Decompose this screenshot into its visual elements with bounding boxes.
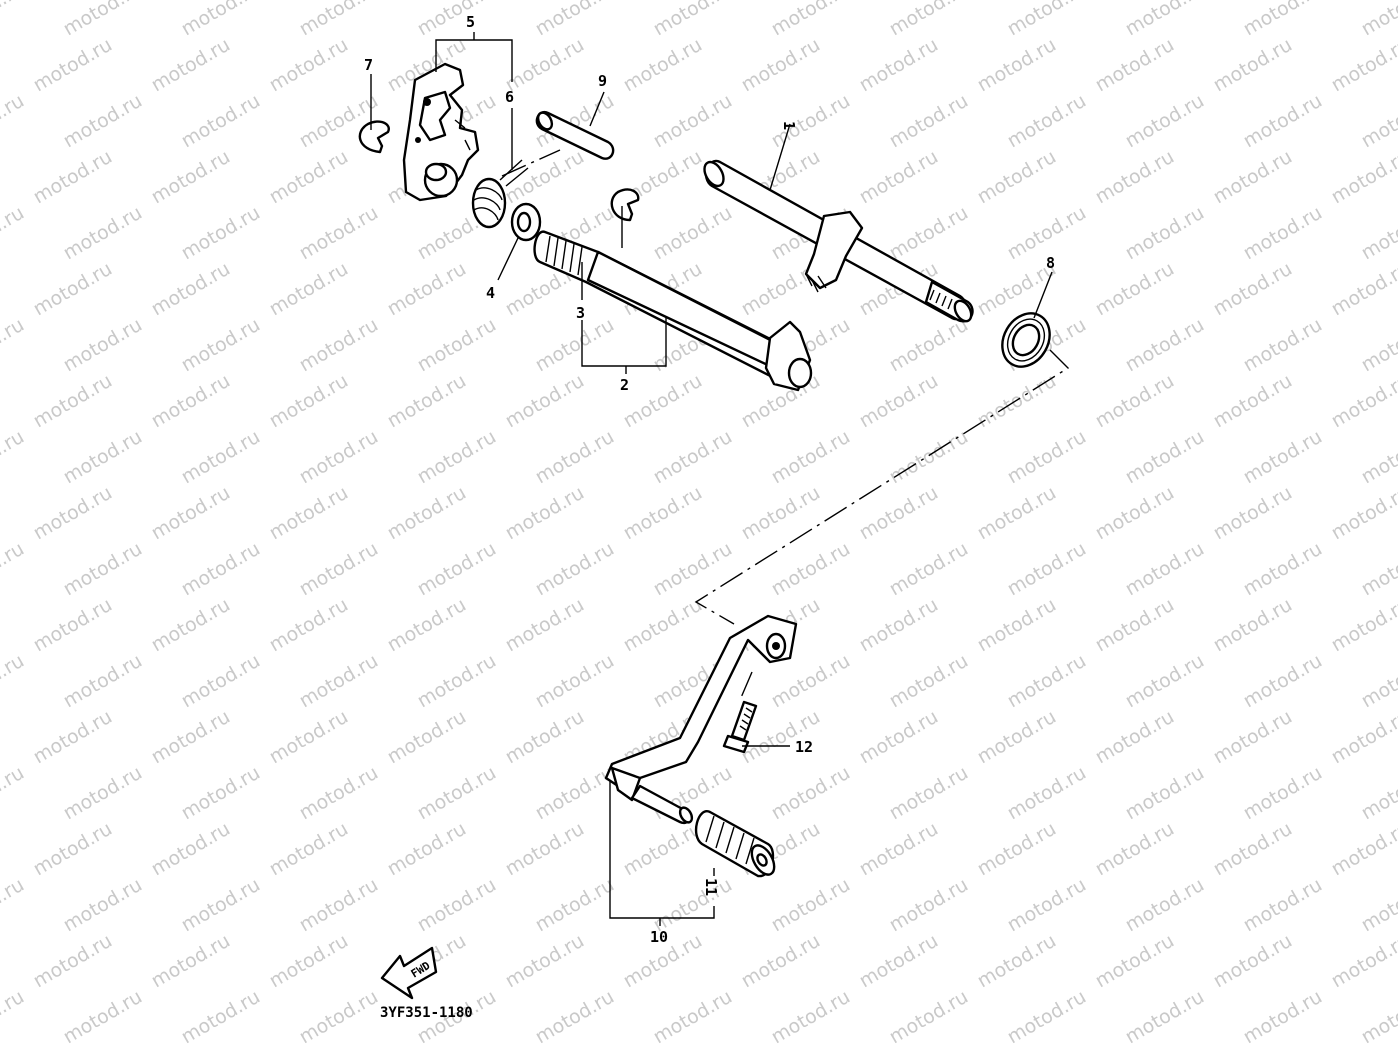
circlip-part-7	[358, 120, 390, 154]
bolt-part-12	[722, 700, 758, 754]
diagram-code: 3YF351-1180	[380, 1005, 473, 1021]
callout-8: 8	[1046, 254, 1055, 272]
shift-drum-shaft-part-1	[703, 159, 974, 323]
callout-3: 3	[576, 304, 585, 322]
callout-12: 12	[795, 738, 813, 756]
circlip-part-3	[610, 188, 640, 222]
callout-10: 10	[650, 928, 668, 946]
washer-part-4	[510, 202, 542, 242]
shift-pedal-part-10	[604, 614, 798, 825]
shift-arm-plate-assembly	[402, 62, 480, 202]
pin-part-9	[535, 110, 615, 160]
callout-7: 7	[364, 56, 373, 74]
callout-6: 6	[505, 88, 514, 106]
assembly-lines	[501, 149, 1070, 701]
forward-direction-arrow: FWD	[380, 946, 438, 1000]
callout-1: 1	[780, 121, 798, 130]
callout-9: 9	[598, 72, 607, 90]
callout-2: 2	[620, 376, 629, 394]
oil-seal-part-8	[1001, 312, 1051, 368]
callout-5: 5	[466, 13, 475, 31]
callout-11: 11	[702, 878, 720, 896]
callout-labels: 5 6 7 9 1 4 3 2 8 12 10 11	[364, 13, 1055, 946]
shift-shaft-part-2	[533, 230, 813, 392]
callout-4: 4	[486, 284, 495, 302]
leader-lines	[370, 32, 1053, 926]
pedal-rubber-part-11	[694, 810, 776, 878]
torsion-spring-part-6	[471, 159, 529, 229]
